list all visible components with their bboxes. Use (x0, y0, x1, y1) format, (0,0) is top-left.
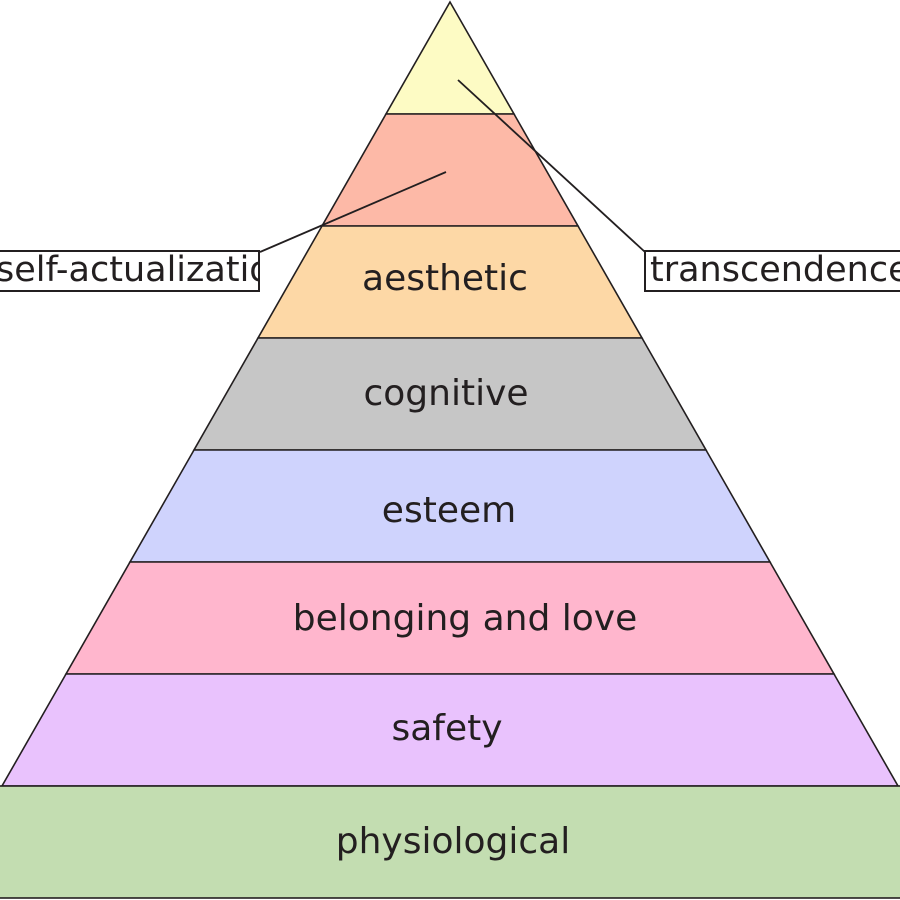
leader-line-transcendence (457, 79, 646, 253)
pyramid-level-8 (0, 785, 900, 899)
leader-line-self-actualization (259, 171, 447, 253)
callout-self-actualization-text: self-actualization (0, 250, 258, 290)
pyramid-level-3-label: aesthetic (362, 258, 528, 299)
pyramid-level-4-label: cognitive (363, 373, 528, 414)
pyramid-level-7-label: safety (391, 708, 502, 749)
pyramid-level-8-label: physiological (336, 821, 571, 862)
pyramid-level-1 (384, 0, 516, 115)
pyramid-level-6-label: belonging and love (293, 598, 637, 639)
callout-transcendence: transcendence (644, 250, 900, 292)
callout-transcendence-text: transcendence (650, 250, 900, 290)
callout-self-actualization: self-actualization (0, 250, 260, 292)
pyramid-level-5-label: esteem (382, 490, 516, 531)
